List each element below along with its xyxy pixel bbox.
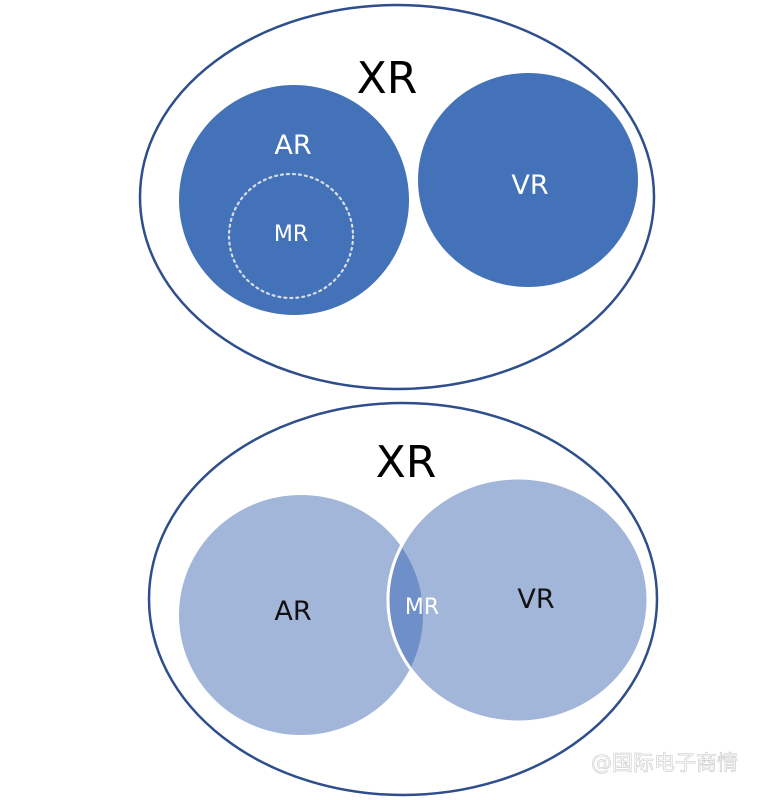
bottom-vr-label: VR (517, 584, 554, 615)
watermark-text: @国际电子商情 (591, 751, 738, 775)
top-mr-dotted-circle (227, 172, 355, 300)
top-mr-label: MR (274, 222, 308, 247)
bottom-mr-label: MR (405, 595, 439, 620)
top-ar-circle (179, 85, 409, 315)
bottom-ar-circle (179, 495, 423, 735)
bottom-diagram: XR AR MR VR (147, 401, 659, 797)
top-xr-outer-ellipse (138, 3, 656, 391)
top-ar-label: AR (274, 130, 311, 161)
bottom-xr-label: XR (376, 437, 437, 488)
top-vr-circle (418, 73, 638, 287)
bottom-mr-overlap (386, 495, 423, 724)
top-xr-label: XR (357, 53, 418, 104)
bottom-ar-label: AR (274, 596, 311, 627)
top-vr-label: VR (511, 170, 548, 201)
bottom-xr-outer-ellipse (147, 401, 659, 797)
top-diagram: XR AR MR VR (138, 3, 656, 391)
